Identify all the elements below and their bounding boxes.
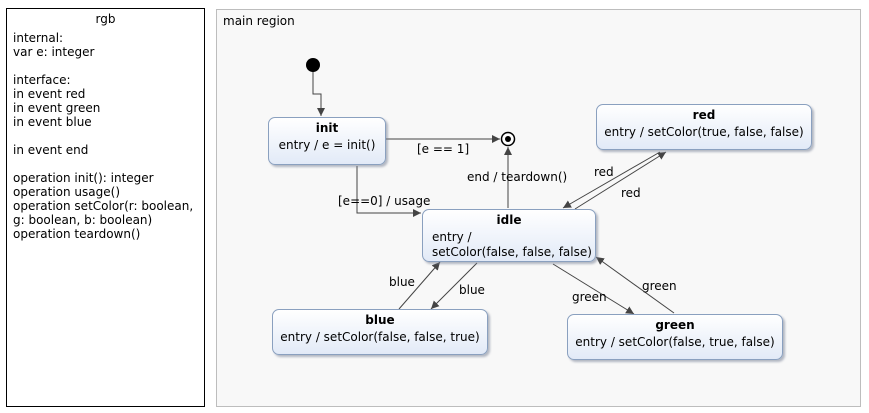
label-init-to-final: [e == 1] <box>417 142 470 156</box>
label-blue-to-idle: blue <box>389 275 415 289</box>
state-name: green <box>655 318 695 332</box>
state-entry-action: setColor(false, false, false) <box>432 245 592 259</box>
initial-state-dot <box>306 58 320 72</box>
panel-line: operation setColor(r: boolean, <box>13 199 194 213</box>
edge-init-to-idle <box>356 166 421 217</box>
label-green-to-idle: green <box>642 279 677 293</box>
state-blue[interactable]: blue entry / setColor(false, false, true… <box>272 309 488 355</box>
state-entry-action: entry / e = init() <box>278 138 376 152</box>
state-name: blue <box>365 313 395 327</box>
region-title: main region <box>223 14 295 28</box>
interface-panel: rgb internal: var e: integer interface: … <box>6 8 205 407</box>
state-name: red <box>692 108 716 122</box>
edge-idle-to-red <box>574 151 667 210</box>
initial-transition <box>312 72 325 116</box>
panel-line: operation init(): integer <box>13 171 154 185</box>
state-red[interactable]: red entry / setColor(true, false, false) <box>596 104 812 150</box>
panel-line: operation teardown() <box>13 227 141 241</box>
state-idle[interactable]: idle entry / setColor(false, false, fals… <box>422 209 596 262</box>
panel-line: in event blue <box>13 115 92 129</box>
panel-title: rgb <box>95 12 116 26</box>
state-entry-action: entry / <box>432 230 472 244</box>
panel-line: in event red <box>13 87 86 101</box>
state-green[interactable]: green entry / setColor(false, true, fals… <box>567 314 783 360</box>
label-idle-to-red: red <box>594 165 614 179</box>
panel-line: operation usage() <box>13 185 121 199</box>
panel-line: internal: <box>13 31 64 45</box>
label-idle-to-blue: blue <box>459 283 485 297</box>
label-idle-to-green: green <box>572 290 607 304</box>
edge-idle-to-green <box>552 263 635 315</box>
state-entry-action: entry / setColor(false, false, true) <box>280 330 480 344</box>
edge-green-to-idle <box>595 256 675 314</box>
edge-red-to-idle <box>562 151 661 209</box>
state-name: init <box>315 121 339 135</box>
label-idle-to-final: end / teardown() <box>467 170 568 184</box>
label-red-to-idle: red <box>621 186 641 200</box>
panel-line: in event end <box>13 143 89 157</box>
label-init-to-idle: [e==0] / usage <box>338 194 431 208</box>
edge-idle-to-blue <box>430 262 478 310</box>
panel-line: in event green <box>13 101 101 115</box>
panel-line: g: boolean, b: boolean) <box>13 213 153 227</box>
panel-line: var e: integer <box>13 45 95 59</box>
panel-body: internal: var e: integer interface: in e… <box>13 31 193 241</box>
state-init[interactable]: init entry / e = init() <box>268 117 386 165</box>
edge-blue-to-idle <box>398 261 441 310</box>
state-entry-action: entry / setColor(false, true, false) <box>575 335 775 349</box>
state-name: idle <box>496 213 522 227</box>
final-state-inner <box>505 136 511 142</box>
state-entry-action: entry / setColor(true, false, false) <box>604 125 804 139</box>
panel-line: interface: <box>13 73 71 87</box>
